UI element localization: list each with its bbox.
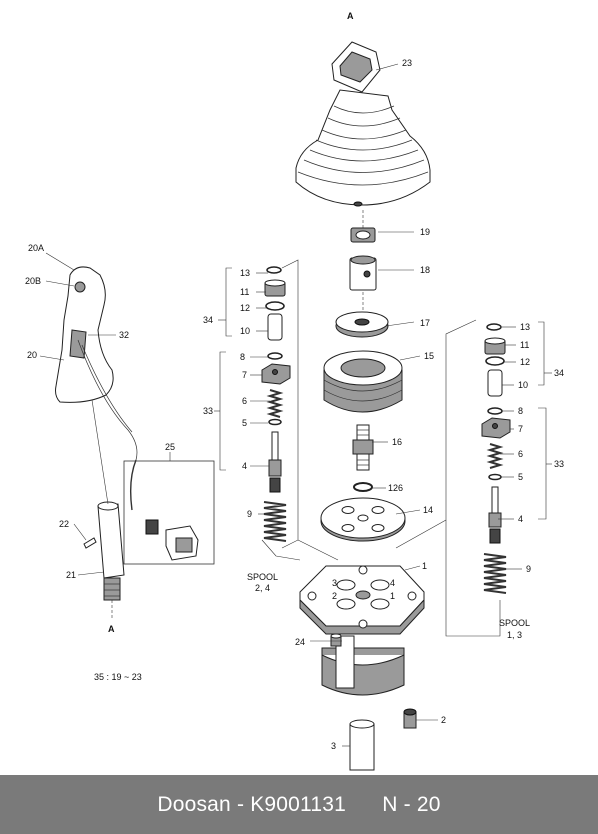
footer-bar: Doosan - K9001131 N - 20 [0,775,598,834]
callout-17: 17 [420,318,430,328]
callout-5-left: 5 [242,418,247,428]
handle-assembly [55,266,138,618]
callout-24: 24 [295,637,305,647]
callout-32: 32 [119,330,129,340]
joint-part-16 [352,424,374,471]
callout-4-left: 4 [242,461,247,471]
port-number-3: 3 [332,578,337,588]
spool-assembly-right [481,323,511,594]
callout-9-left: 9 [247,509,252,519]
callout-20: 20 [27,350,37,360]
callout-34-right: 34 [554,368,564,378]
casing-part-1 [299,565,425,696]
plate-part-14 [320,497,406,542]
footer-spacer [346,793,382,817]
callout-22: 22 [59,519,69,529]
o-ring-part-126 [353,482,373,492]
callout-15: 15 [424,351,434,361]
callout-7-right: 7 [518,424,523,434]
callout-19: 19 [420,227,430,237]
plug-part-24 [330,633,342,647]
callout-6-left: 6 [242,396,247,406]
callout-23: 23 [402,58,412,68]
kit-note: 35 : 19 ~ 23 [94,672,142,682]
callout-5-right: 5 [518,472,523,482]
callout-9-right: 9 [526,564,531,574]
footer-title: Doosan - K9001131 [157,792,347,816]
callout-34-left: 34 [203,315,213,325]
callout-2: 2 [441,715,446,725]
callout-33-left: 33 [203,406,213,416]
spool-right-title: SPOOL [499,618,530,628]
callout-6-right: 6 [518,449,523,459]
spool-right-numbers: 1, 3 [507,630,522,640]
coupling-part-18 [349,255,377,291]
callout-10-left: 10 [240,326,250,336]
callout-16: 16 [392,437,402,447]
callout-126: 126 [388,483,403,493]
callout-13-left: 13 [240,268,250,278]
plug-part-2 [403,708,417,729]
callout-12-right: 12 [520,357,530,367]
callout-11-left: 11 [240,287,249,297]
callout-10-right: 10 [518,380,528,390]
callout-20b: 20B [25,276,41,286]
callout-21: 21 [66,570,76,580]
swash-plate-part-17 [335,311,389,338]
port-number-2: 2 [332,591,337,601]
spool-left-title: SPOOL [247,572,278,582]
connector-assembly-25 [123,459,215,565]
section-marker-top: A [347,11,354,21]
port-number-1: 1 [390,591,395,601]
callout-25: 25 [165,442,175,452]
footer-page: N - 20 [382,792,441,816]
callout-8-right: 8 [518,406,523,416]
callout-33-right: 33 [554,459,564,469]
callout-labels: A A 23 19 18 17 15 16 126 14 1 24 2 3 3 … [25,11,564,751]
callout-7-left: 7 [242,370,247,380]
callout-12-left: 12 [240,303,250,313]
port-number-4: 4 [390,578,395,588]
callout-4-right: 4 [518,514,523,524]
plate-part-15 [323,350,403,413]
callout-14: 14 [423,505,433,515]
callout-1: 1 [422,561,427,571]
bushing-part-3 [349,719,375,771]
callout-8-left: 8 [240,352,245,362]
callout-20a: 20A [28,243,44,253]
exploded-parts-diagram: A A 23 19 18 17 15 16 126 14 1 24 2 3 3 … [25,11,564,771]
section-marker-bottom: A [108,624,115,634]
callout-11-right: 11 [520,340,529,350]
leader-lines [39,63,552,747]
nut-part-19 [350,227,376,243]
callout-13-right: 13 [520,322,530,332]
rubber-boot-part-23 [295,41,431,207]
spool-assembly-left [261,266,291,542]
callout-18: 18 [420,265,430,275]
spool-left-numbers: 2, 4 [255,583,270,593]
callout-3: 3 [331,741,336,751]
